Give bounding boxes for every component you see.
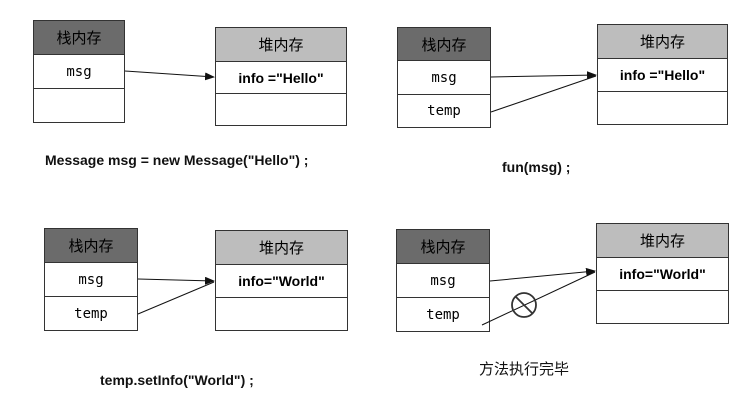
p4-stack-msg-cell: msg xyxy=(397,264,489,298)
p3-caption: temp.setInfo("World") ; xyxy=(100,372,254,388)
p4-temp-arrow xyxy=(481,271,596,326)
p2-heap-hello-cell: info ="Hello" xyxy=(598,59,727,92)
p3-heap-table: 堆内存 info="World" xyxy=(215,230,348,331)
p1-stack-msg-cell: msg xyxy=(34,55,124,89)
p2-heap-header: 堆内存 xyxy=(598,25,727,59)
p3-heap-world-cell: info="World" xyxy=(216,265,347,298)
p1-heap-hello-cell: info ="Hello" xyxy=(216,62,346,94)
prohibited-icon xyxy=(511,292,537,318)
p2-temp-arrow xyxy=(490,75,597,113)
p2-stack-msg-cell: msg xyxy=(398,61,490,95)
p4-stack-header: 栈内存 xyxy=(397,230,489,264)
p1-stack-table: 栈内存 msg xyxy=(33,20,125,123)
p3-temp-arrow xyxy=(137,281,215,315)
p4-stack-table: 栈内存 msg temp xyxy=(396,229,490,332)
p3-stack-header: 栈内存 xyxy=(45,229,137,263)
p1-heap-table: 堆内存 info ="Hello" xyxy=(215,27,347,126)
p3-stack-msg-cell: msg xyxy=(45,263,137,297)
p2-stack-temp-cell: temp xyxy=(427,103,461,119)
p3-heap-header: 堆内存 xyxy=(216,231,347,265)
p4-msg-arrow xyxy=(489,267,596,282)
p3-msg-arrow xyxy=(137,276,215,285)
p1-heap-header: 堆内存 xyxy=(216,28,346,62)
p4-heap-world-cell: info="World" xyxy=(597,258,728,291)
p2-caption: fun(msg) ; xyxy=(502,159,571,175)
p2-msg-arrow xyxy=(490,71,597,80)
p4-caption: 方法执行完毕 xyxy=(479,360,570,378)
p4-heap-table: 堆内存 info="World" xyxy=(596,223,729,324)
p3-stack-table: 栈内存 msg temp xyxy=(44,228,138,331)
p1-stack-header: 栈内存 xyxy=(34,21,124,55)
p2-stack-header: 栈内存 xyxy=(398,28,490,61)
p3-stack-temp-cell: temp xyxy=(74,305,108,322)
p2-stack-table: 栈内存 msg temp xyxy=(397,27,491,128)
p2-heap-table: 堆内存 info ="Hello" xyxy=(597,24,728,125)
p4-heap-header: 堆内存 xyxy=(597,224,728,258)
p1-caption: Message msg = new Message("Hello") ; xyxy=(45,152,309,168)
p4-stack-temp-cell: temp xyxy=(426,306,460,323)
p1-msg-arrow xyxy=(124,70,215,81)
